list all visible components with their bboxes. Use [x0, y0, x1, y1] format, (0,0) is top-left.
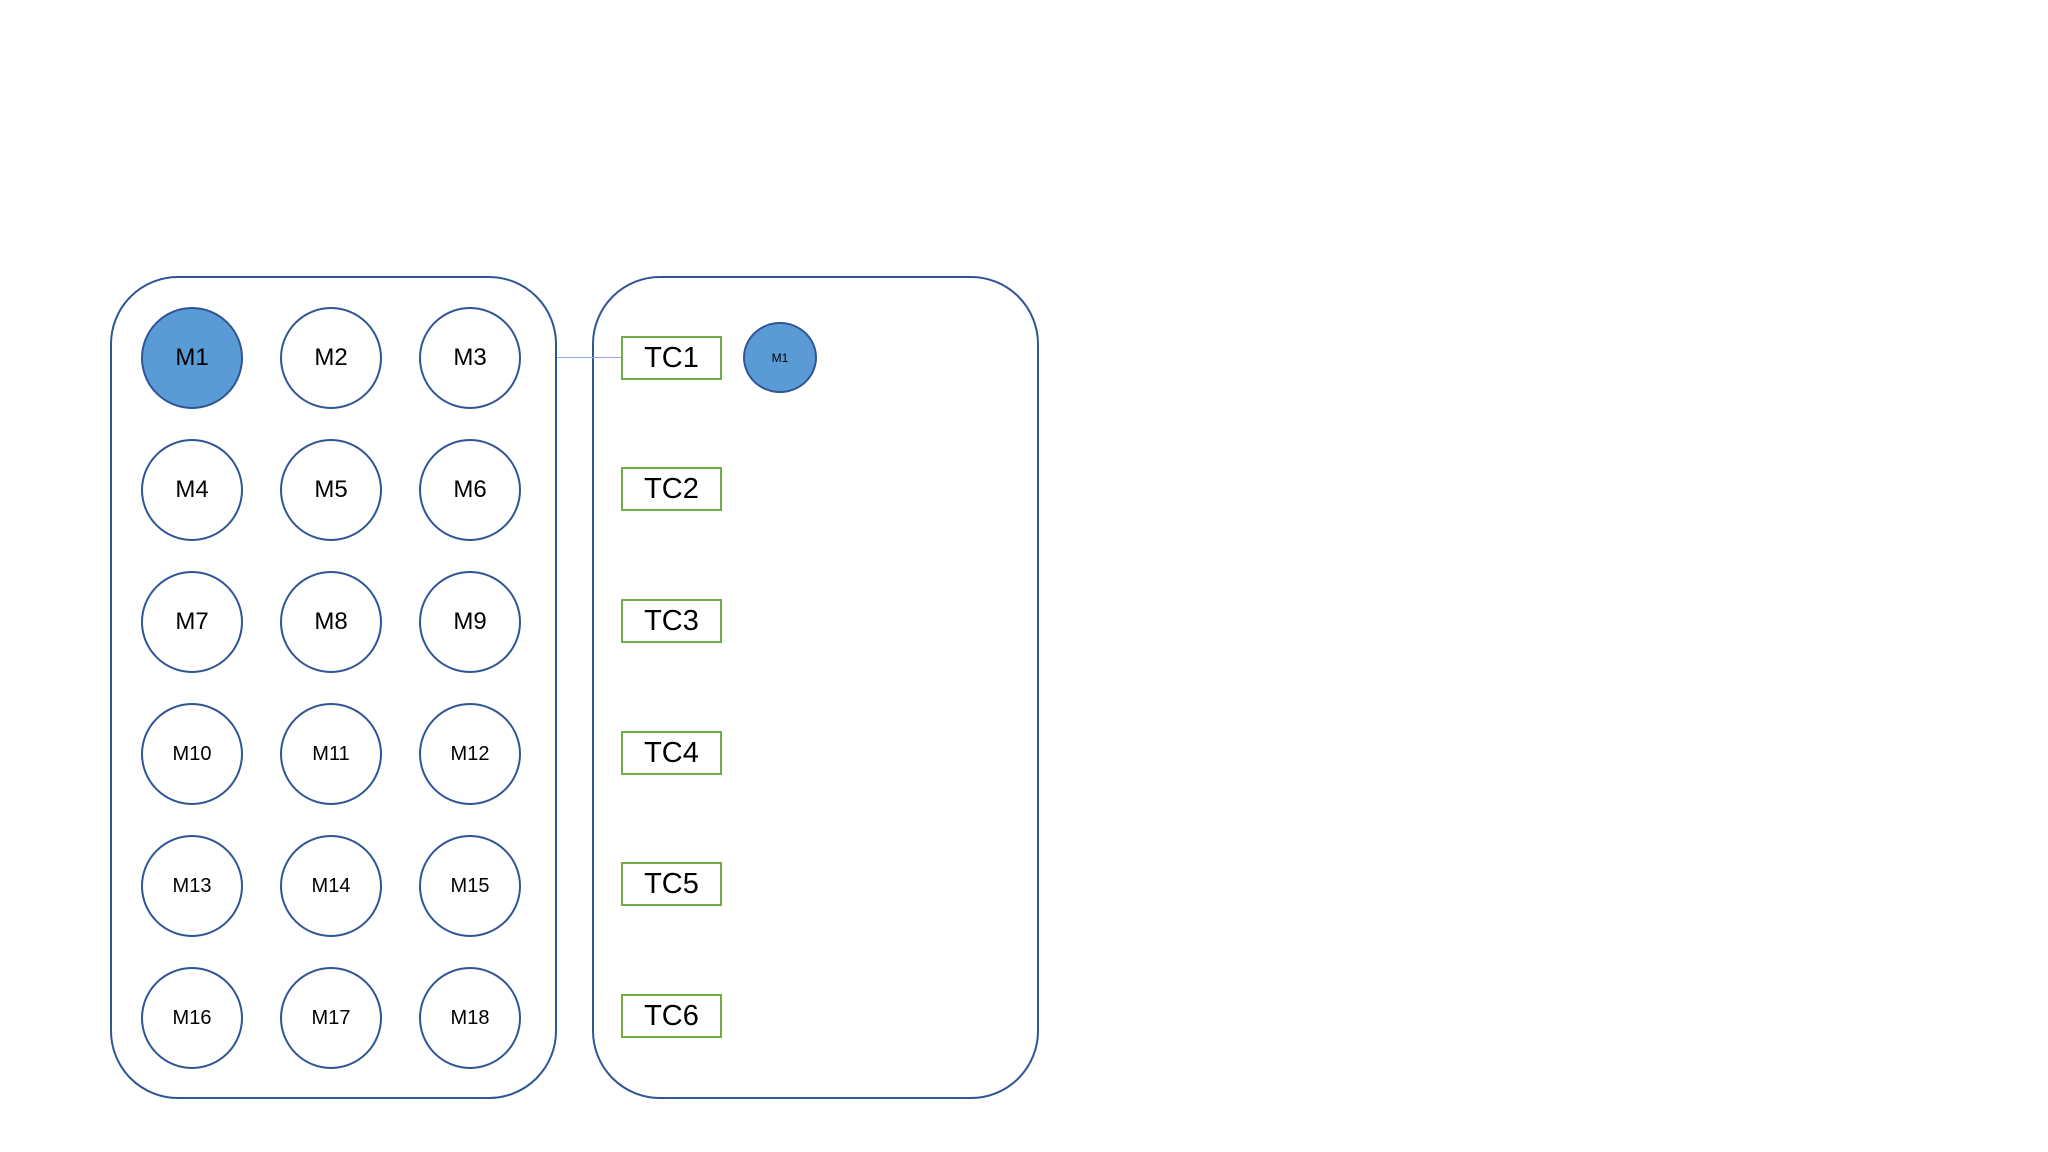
module-m7[interactable]: M7 [141, 571, 243, 673]
module-m12[interactable]: M12 [419, 703, 521, 805]
test-channel-tc6[interactable]: TC6 [621, 994, 722, 1038]
module-m15[interactable]: M15 [419, 835, 521, 937]
module-m1[interactable]: M1 [141, 307, 243, 409]
module-m8[interactable]: M8 [280, 571, 382, 673]
test-channel-tc1[interactable]: TC1 [621, 336, 722, 380]
module-m11[interactable]: M11 [280, 703, 382, 805]
test-channel-tc2[interactable]: TC2 [621, 467, 722, 511]
module-m16[interactable]: M16 [141, 967, 243, 1069]
test-channel-tc5[interactable]: TC5 [621, 862, 722, 906]
module-panel [110, 276, 557, 1099]
test-channel-tc4[interactable]: TC4 [621, 731, 722, 775]
module-m17[interactable]: M17 [280, 967, 382, 1069]
connector-line [557, 357, 621, 358]
test-channel-panel [592, 276, 1039, 1099]
assigned-module-m1[interactable]: M1 [743, 322, 817, 393]
module-m13[interactable]: M13 [141, 835, 243, 937]
module-m18[interactable]: M18 [419, 967, 521, 1069]
test-channel-tc3[interactable]: TC3 [621, 599, 722, 643]
module-m6[interactable]: M6 [419, 439, 521, 541]
module-m14[interactable]: M14 [280, 835, 382, 937]
module-m9[interactable]: M9 [419, 571, 521, 673]
module-m2[interactable]: M2 [280, 307, 382, 409]
module-m3[interactable]: M3 [419, 307, 521, 409]
module-m4[interactable]: M4 [141, 439, 243, 541]
module-m10[interactable]: M10 [141, 703, 243, 805]
module-m5[interactable]: M5 [280, 439, 382, 541]
